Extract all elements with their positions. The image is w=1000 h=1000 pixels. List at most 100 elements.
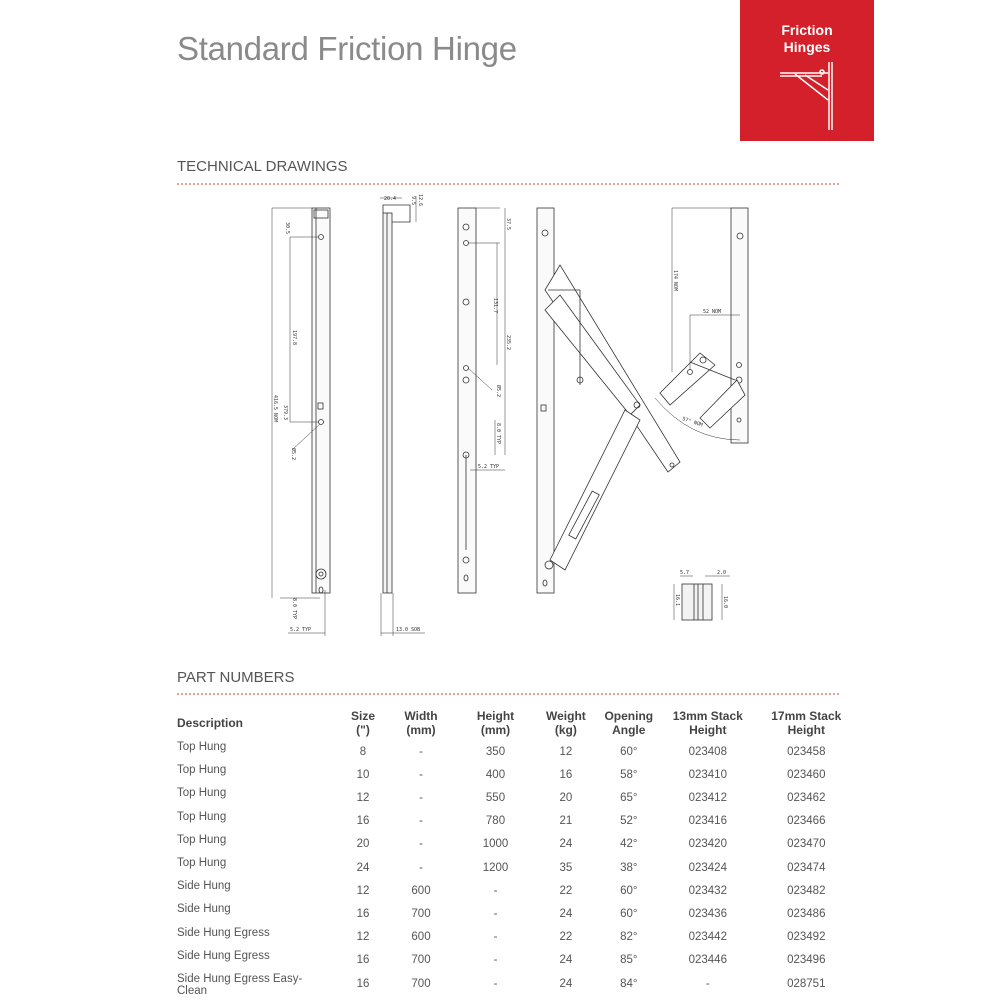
table-cell: Side Hung: [177, 903, 231, 916]
dimension-label: 197.8: [291, 330, 297, 345]
table-cell: 60°: [620, 884, 638, 897]
table-cell: 023460: [787, 768, 826, 781]
table-cell: Top Hung: [177, 764, 227, 777]
column-header-line: Size: [350, 709, 375, 723]
table-cell: 24: [559, 907, 573, 920]
dimension-label: 13.0 SOB: [396, 627, 420, 633]
table-cell: 023458: [787, 745, 826, 758]
table-cell: 8: [359, 745, 367, 758]
hinge-front-view: [271, 207, 331, 636]
column-header: Description: [177, 706, 329, 740]
table-cell: 38°: [620, 861, 638, 874]
table-cell: -: [493, 931, 498, 944]
column-header-line: Description: [177, 716, 244, 730]
column-header-line: Weight: [546, 709, 586, 723]
table-cell: 60°: [620, 907, 638, 920]
table-cell: 028751: [787, 978, 826, 991]
table-cell: 350: [485, 745, 506, 758]
dimension-label: 5.2 TYP: [290, 627, 311, 633]
table-cell: 20: [356, 838, 370, 851]
table-cell: 400: [485, 768, 506, 781]
table-cell: -: [419, 745, 423, 758]
table-cell: 023432: [688, 884, 727, 897]
friction-hinge-icon: [780, 62, 833, 130]
table-cell: 16: [356, 978, 370, 991]
column-header-line: (kg): [554, 723, 577, 737]
table-cell: 10: [356, 768, 370, 781]
table-cell: 22: [559, 931, 573, 944]
table-cell: 700: [411, 954, 431, 967]
table-cell: Side Hung: [177, 880, 231, 893]
column-header-line: Height: [787, 723, 825, 737]
dimension-label: 16.1: [674, 594, 680, 606]
table-cell: 600: [411, 884, 431, 897]
table-cell: 023424: [688, 861, 727, 874]
table-cell: 1200: [482, 861, 509, 874]
badge-label: Friction Hinges: [740, 22, 874, 56]
table-cell: 023420: [688, 838, 727, 851]
page-title: Standard Friction Hinge: [177, 30, 517, 67]
table-cell: 023408: [688, 745, 727, 758]
part-numbers-heading: PART NUMBERS: [177, 669, 295, 686]
table-cell: -: [419, 768, 423, 781]
table-cell: 023470: [787, 838, 826, 851]
column-header: Size("): [329, 706, 397, 740]
dimension-label: 8.0 TYP: [291, 598, 297, 619]
table-cell: 16: [559, 768, 573, 781]
table-cell: 35: [559, 861, 573, 874]
dimension-label: 5.7: [680, 570, 689, 576]
table-cell: 42°: [620, 838, 638, 851]
dimension-label: 52 NOM: [703, 309, 721, 315]
table-cell: Top Hung: [177, 856, 227, 869]
table-cell: -: [419, 815, 423, 828]
table-cell: Side Hung Egress: [177, 949, 270, 962]
table-cell: 023410: [688, 768, 727, 781]
table-cell: 700: [411, 978, 431, 991]
technical-drawings: 30.5 197.8 379.3 416.5 NOM Ø5.2 8.0 TYP …: [271, 194, 749, 636]
table-cell: 24: [559, 954, 573, 967]
table-cell: 700: [411, 907, 431, 920]
column-header: Width(mm): [397, 706, 445, 740]
table-cell: 780: [485, 815, 506, 828]
badge-line-2: Hinges: [783, 39, 831, 55]
table-cell: -: [493, 954, 498, 967]
dimension-label: 16.0: [722, 596, 728, 608]
column-header-line: Angle: [612, 723, 646, 737]
dimension-label: Ø5.2: [495, 385, 502, 397]
dimension-label: 174 NOM: [672, 270, 678, 291]
table-cell: 023474: [787, 861, 826, 874]
table-cell: 023446: [688, 954, 727, 967]
dimension-label: Ø5.2: [290, 448, 297, 460]
table-cell: Side Hung Egress: [177, 926, 270, 939]
dimension-label: 30.5: [284, 222, 290, 234]
table-cell: 82°: [620, 931, 638, 944]
table-cell: 22: [559, 884, 573, 897]
table-cell: 023412: [688, 791, 727, 804]
table-cell: 52°: [620, 815, 638, 828]
table-cell: 023482: [787, 884, 826, 897]
column-header-line: (mm): [480, 723, 511, 737]
table-cell: 023462: [787, 791, 826, 804]
table-cell: 12: [356, 931, 370, 944]
column-header: Weight(kg): [546, 706, 586, 740]
column-header-line: Opening: [604, 709, 654, 723]
column-header: Height(mm): [445, 706, 546, 740]
dimension-label: 8.0 TYP: [495, 423, 501, 444]
table-cell: 023486: [787, 907, 826, 920]
section-divider: [177, 693, 839, 695]
hinge-section-view: [673, 575, 730, 621]
table-cell: 65°: [620, 791, 638, 804]
column-header-line: Height: [476, 709, 515, 723]
dimension-label: 416.5 NOM: [272, 395, 278, 422]
dimension-label: 131.7: [492, 298, 498, 313]
table-cell: -: [705, 978, 710, 991]
hinge-side-view: [380, 196, 425, 636]
